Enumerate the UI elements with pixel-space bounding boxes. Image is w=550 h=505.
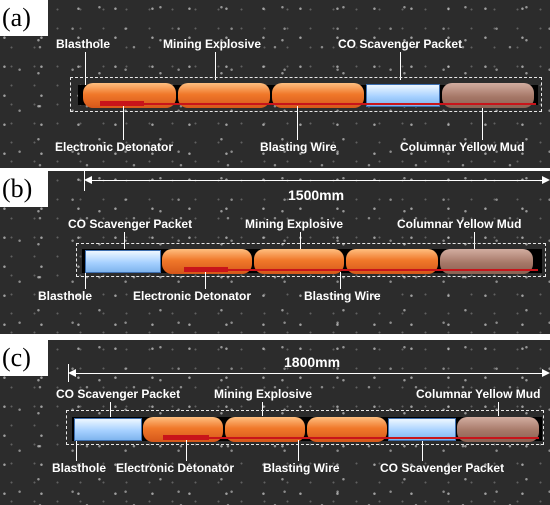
panel-tag-a: (a) [0,0,48,36]
leader-wire [340,272,341,289]
leader-co-packet-left [110,402,111,417]
dimension-line [92,180,542,181]
dimension-label: 1800mm [284,354,341,370]
leader-explosive [262,402,263,416]
leader-blasthole [76,441,77,461]
leader-mud [498,402,499,416]
label-mining-explosive: Mining Explosive [245,217,344,231]
label-co-scavenger-packet: CO Scavenger Packet [338,37,463,51]
dimension-tick-left [84,171,85,191]
leader-blasthole [85,52,86,85]
leader-mud [482,108,483,140]
leader-blasthole [85,273,86,289]
leader-co-packet-right [422,441,423,461]
label-co-scavenger-packet: CO Scavenger Packet [68,217,193,231]
leader-mud [474,232,475,249]
arrow-left-icon [84,176,92,184]
dimension-line [76,373,542,374]
arrow-left-icon [68,369,76,377]
label-blasting-wire: Blasting Wire [260,140,337,154]
arrow-right-icon [542,176,550,184]
label-columnar-yellow-mud: Columnar Yellow Mud [400,140,525,154]
label-electronic-detonator: Electronic Detonator [116,461,235,475]
blasting-wire [228,269,538,271]
dimension-tick-left [68,364,69,382]
leader-detonator [123,106,124,140]
blasting-wire [209,437,539,439]
leader-explosive [300,232,301,249]
panel-b: (b) 1500mm CO Scavenger Packet Mining Ex… [0,171,550,334]
label-blasthole: Blasthole [56,37,111,51]
panel-tag-c: (c) [0,340,48,376]
blasthole-outline [66,410,544,445]
leader-wire [297,106,298,140]
label-mining-explosive: Mining Explosive [214,387,313,401]
leader-co-packet [400,52,401,80]
co-scavenger-packet [74,418,142,441]
label-electronic-detonator: Electronic Detonator [133,289,252,303]
electronic-detonator [100,101,144,106]
electronic-detonator [163,435,209,440]
blasting-wire [144,103,536,105]
panel-c: (c) 1800mm CO Scavenger Packet Mining Ex… [0,340,550,505]
label-blasthole: Blasthole [52,461,107,475]
leader-detonator [186,440,187,461]
panel-a: (a) Blasthole Mining Explosive CO Scaven… [0,0,550,168]
leader-detonator [205,272,206,289]
label-electronic-detonator: Electronic Detonator [55,140,174,154]
label-mining-explosive: Mining Explosive [163,37,262,51]
label-blasthole: Blasthole [38,289,93,303]
label-co-scavenger-packet-right: CO Scavenger Packet [380,461,505,475]
dimension-label: 1500mm [288,187,345,203]
label-columnar-yellow-mud: Columnar Yellow Mud [397,217,522,231]
co-scavenger-packet [388,418,456,441]
leader-wire [298,440,299,461]
electronic-detonator [184,267,228,272]
panel-tag-b: (b) [0,171,48,207]
label-columnar-yellow-mud: Columnar Yellow Mud [416,387,541,401]
label-blasting-wire: Blasting Wire [263,461,340,475]
co-scavenger-packet [85,250,161,273]
blasthole-outline [70,77,542,112]
label-co-scavenger-packet-left: CO Scavenger Packet [56,387,181,401]
co-scavenger-packet [366,84,440,107]
blasthole-outline [76,243,546,277]
label-blasting-wire: Blasting Wire [304,289,381,303]
leader-explosive [215,52,216,80]
arrow-right-icon [542,369,550,377]
